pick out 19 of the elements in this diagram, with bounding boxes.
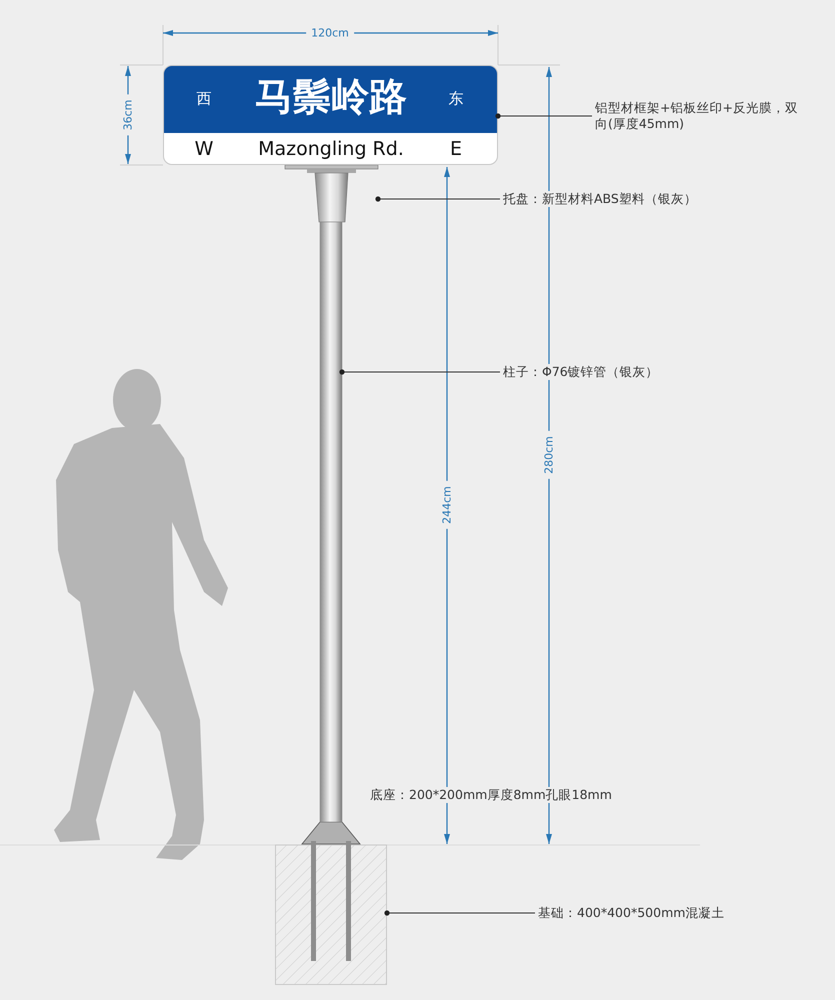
- dimension-label: 280cm: [542, 431, 556, 479]
- dimension-label: 36cm: [122, 94, 134, 136]
- leader-line: [339, 369, 500, 375]
- direction-label: 东: [448, 90, 464, 108]
- direction-label: 西: [196, 90, 212, 108]
- tray-drawing: [285, 165, 378, 222]
- dimension-label: 244cm: [440, 481, 454, 529]
- direction-label: W: [194, 138, 214, 160]
- callout-text: 基础：400*400*500mm混凝土: [538, 905, 724, 921]
- leader-line: [375, 196, 500, 202]
- leader-line: [384, 910, 536, 916]
- direction-label: E: [450, 138, 462, 160]
- street-sign: [163, 65, 498, 165]
- leader-line: [495, 113, 592, 119]
- callout-text: 铝型材框架+铝板丝印+反光膜，双向(厚度45mm): [595, 100, 800, 132]
- spec-note: 底座：200*200mm厚度8mm孔眼18mm: [370, 787, 612, 803]
- street-name: 马鬃岭路: [255, 74, 407, 120]
- dimension-label: 120cm: [306, 26, 354, 40]
- street-name: Mazongling Rd.: [258, 138, 404, 160]
